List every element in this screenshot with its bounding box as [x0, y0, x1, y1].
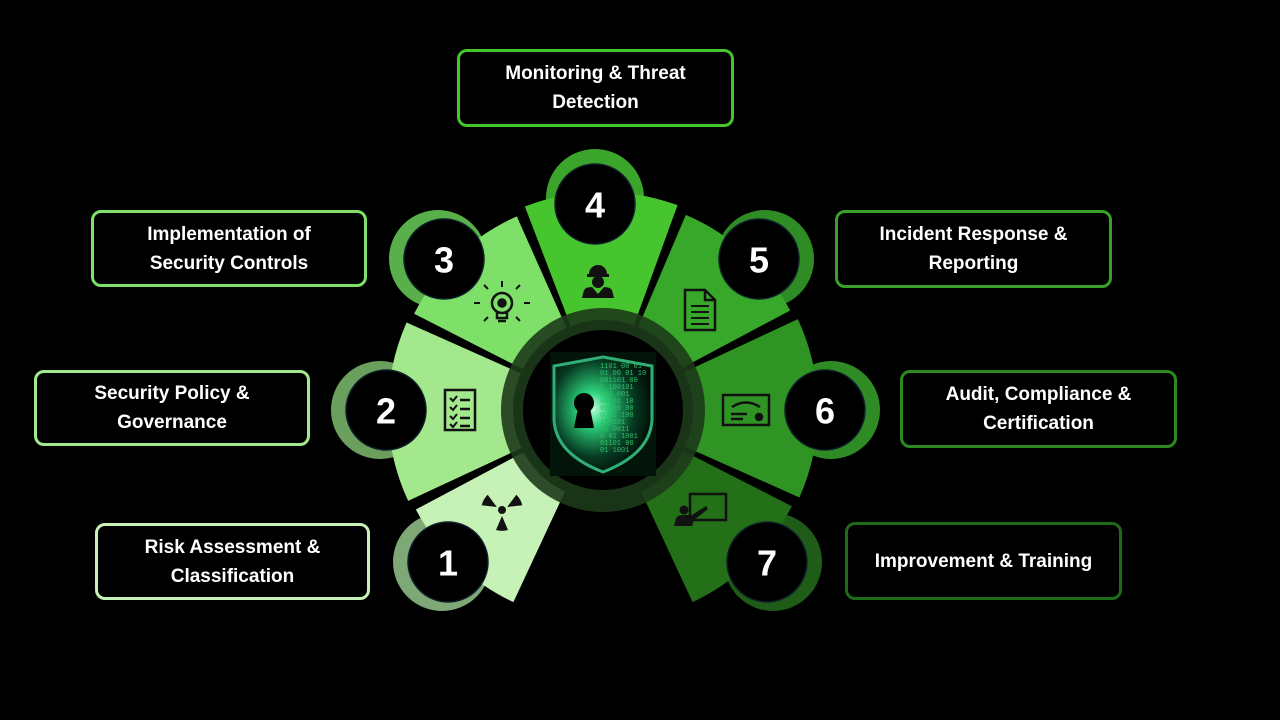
- radiation-icon: [481, 494, 523, 531]
- step-label-3: Implementation of Security Controls: [91, 210, 367, 287]
- shield-code-line: 1101 00 01: [600, 363, 642, 371]
- segment-5: [638, 214, 791, 368]
- segment-1: [415, 452, 565, 603]
- step-number-3: 3: [434, 240, 454, 281]
- segment-7: [641, 450, 792, 603]
- step-label-4: Monitoring & Threat Detection: [457, 49, 734, 127]
- certificate-icon: [721, 393, 771, 427]
- step-label-3-text: Implementation of Security Controls: [147, 223, 311, 274]
- lightbulb-gear-icon: [474, 281, 530, 323]
- step-label-6-text: Audit, Compliance & Certification: [945, 384, 1132, 434]
- number-badge-3: [403, 218, 485, 300]
- step-label-6: Audit, Compliance & Certification: [900, 370, 1177, 448]
- shield-code-line: 01 0011: [600, 426, 629, 434]
- segment-2: [388, 322, 522, 501]
- step-label-2-text: Security Policy & Governance: [94, 383, 250, 433]
- shield-code-line: 01101 00: [600, 405, 634, 413]
- keyhole-slot: [574, 408, 594, 428]
- shield-code-line: 101 001: [600, 391, 629, 399]
- checklist-icon: [443, 388, 477, 432]
- shield-code-line: 01101 00: [600, 440, 634, 448]
- shield-outline: [552, 355, 654, 474]
- step-label-5: Incident Response & Reporting: [835, 210, 1112, 288]
- segment-6: [684, 319, 818, 498]
- number-badge-7: [726, 521, 808, 603]
- step-label-5-text: Incident Response & Reporting: [879, 224, 1068, 274]
- number-badge-2: [345, 369, 427, 451]
- segment-3: [414, 216, 567, 370]
- number-badge-6: [784, 369, 866, 451]
- step-number-4: 4: [585, 185, 605, 226]
- shield-code-line: 01 1001: [600, 447, 629, 455]
- number-badge-5: [718, 218, 800, 300]
- shield-code-line: 0 01 100: [600, 412, 634, 420]
- number-badge-1: [407, 521, 489, 603]
- shield-code-line: 01 00 01 10: [600, 370, 646, 378]
- shield-code-line: 0 01 1001: [600, 433, 638, 441]
- step-label-4-text: Monitoring & Threat Detection: [505, 63, 686, 113]
- document-icon: [683, 288, 717, 332]
- presentation-icon: [674, 492, 728, 526]
- step-label-1-text: Risk Assessment & Classification: [144, 536, 321, 587]
- step-number-6: 6: [815, 391, 835, 432]
- step-label-7-text: Improvement & Training: [874, 550, 1093, 572]
- step-label-2: Security Policy & Governance: [34, 370, 310, 446]
- step-number-7: 7: [757, 543, 777, 584]
- number-badge-4: [554, 163, 636, 245]
- shield-code-line: 001101 00: [600, 377, 638, 385]
- shield-fill: [554, 357, 652, 472]
- step-label-7: Improvement & Training: [845, 522, 1122, 600]
- step-number-1: 1: [438, 543, 458, 584]
- step-label-1: Risk Assessment & Classification: [95, 523, 370, 600]
- step-number-5: 5: [749, 240, 769, 281]
- step-number-2: 2: [376, 391, 396, 432]
- shield-code-line: 1 100101: [600, 384, 634, 392]
- shield-code-line: 00 01 10: [600, 398, 634, 406]
- shield-code-line: 100101: [600, 419, 625, 427]
- worker-icon: [582, 265, 614, 298]
